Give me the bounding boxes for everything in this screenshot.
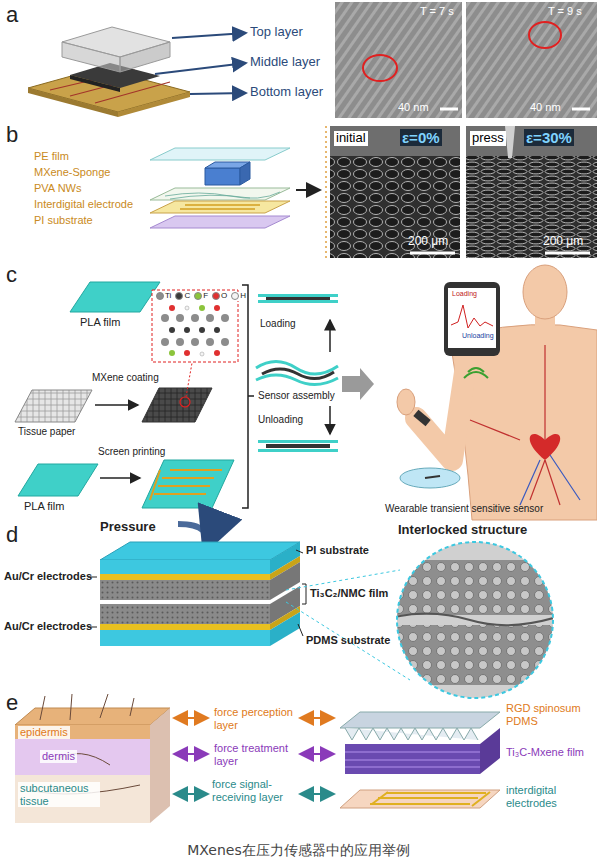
legend-swatch <box>175 292 183 300</box>
step-label: MXene coating <box>92 372 159 384</box>
layer-label: Middle layer <box>250 55 320 70</box>
layer-label: PI substrate <box>34 214 93 227</box>
film-label: PLA film <box>24 500 64 513</box>
legend-text: F <box>203 292 208 301</box>
function-label: force signal-receiving layer <box>212 778 298 803</box>
material-label: Ti₃C-Mxene film <box>506 746 594 759</box>
layer-label: Bottom layer <box>250 85 323 100</box>
legend-text: C <box>184 292 190 301</box>
layer-label: PE film <box>34 150 69 163</box>
material-label: RGD spinosum PDMS <box>506 702 592 727</box>
panel-letter: a <box>6 2 18 27</box>
state-label: Loading <box>260 318 296 330</box>
skin-layer-label: subcutaneous tissue <box>18 782 100 807</box>
scale-label: 200 μm <box>408 235 448 249</box>
panel-letter: c <box>6 262 17 287</box>
panel-letter: d <box>6 522 18 547</box>
film-label: PLA film <box>80 316 120 329</box>
legend-swatch <box>194 292 202 300</box>
layer-label: Au/Cr electrodes <box>4 570 92 583</box>
time-stamp: T = 9 s <box>548 5 582 18</box>
function-label: force perception layer <box>214 706 296 731</box>
screen-label: Loading <box>452 290 477 298</box>
material-label: Tissue paper <box>18 426 75 438</box>
legend-item: Ti <box>156 292 171 301</box>
legend-item: C <box>175 292 190 301</box>
state-label: initial <box>334 131 368 146</box>
time-stamp: T = 7 s <box>420 5 454 18</box>
layer-label: Au/Cr electrodes <box>4 620 92 633</box>
assembly-label: Sensor assembly <box>258 390 335 402</box>
force-label: Pressure <box>100 520 156 535</box>
figure-caption: MXenes在压力传感器中的应用举例 <box>0 842 597 859</box>
state-label: Unloading <box>258 414 303 426</box>
layer-label: Top layer <box>250 25 303 40</box>
step-label: Screen printing <box>98 446 165 458</box>
material-label: interdigital electrodes <box>506 784 592 809</box>
layer-label: PVA NWs <box>34 182 81 195</box>
state-label: press <box>470 131 506 146</box>
zoom-title: Interlocked structure <box>398 523 527 538</box>
function-label: force treatment layer <box>214 742 296 767</box>
strain-label: ε=0% <box>400 129 442 146</box>
legend-swatch <box>156 292 164 300</box>
scale-label: 200 μm <box>543 235 583 249</box>
panel-letter: b <box>6 122 18 147</box>
legend-text: Ti <box>165 292 171 301</box>
scale-label: 40 nm <box>398 101 429 114</box>
skin-layer-label: dermis <box>40 750 77 763</box>
layer-label: MXene-Sponge <box>34 166 110 179</box>
panel-letter: e <box>6 690 18 715</box>
screen-label: Unloading <box>462 332 494 340</box>
legend-swatch <box>212 292 220 300</box>
strain-label: ε=30% <box>524 129 574 146</box>
legend-item: O <box>212 292 227 301</box>
layer-label: PI substrate <box>306 544 369 557</box>
layer-label: Ti₃C₂/NMC film <box>310 587 388 600</box>
legend-text: H <box>240 292 246 301</box>
skin-layer-label: epidermis <box>18 726 70 739</box>
legend-item: H <box>231 292 246 301</box>
atom-legend: Ti C F O H <box>156 292 246 301</box>
layer-label: PDMS substrate <box>306 634 390 647</box>
device-label: Wearable transient sensitive sensor <box>385 503 543 515</box>
legend-swatch <box>231 292 239 300</box>
legend-item: F <box>194 292 208 301</box>
layer-label: Interdigital electrode <box>34 198 133 211</box>
legend-text: O <box>221 292 227 301</box>
scale-label: 40 nm <box>530 101 561 114</box>
